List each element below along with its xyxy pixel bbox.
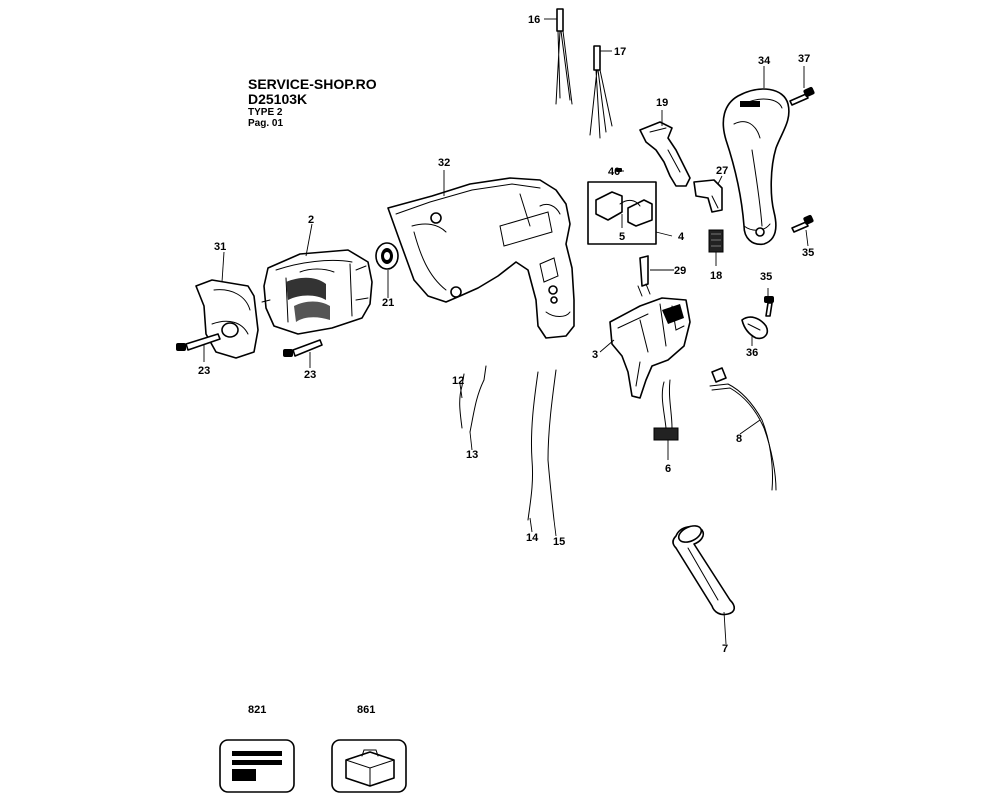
part-18-carbon-brush <box>708 229 724 253</box>
part-2-field-stator <box>261 249 373 335</box>
callout-2: 2 <box>308 214 314 226</box>
part-23-screw-left <box>176 333 221 351</box>
callout-35-lower: 35 <box>760 271 772 283</box>
callout-15: 15 <box>553 536 565 548</box>
callout-32: 32 <box>438 157 450 169</box>
callout-27: 27 <box>716 165 728 177</box>
callout-14: 14 <box>526 532 539 544</box>
callout-861: 861 <box>357 704 375 716</box>
part-4-brush-holder-assembly <box>587 181 657 245</box>
page-label: Pag. 01 <box>248 118 284 129</box>
callout-13: 13 <box>466 449 478 461</box>
part-35-screw-handle <box>791 214 814 233</box>
part-37-screw <box>789 86 815 106</box>
callout-821: 821 <box>248 704 266 716</box>
callout-36: 36 <box>746 347 758 359</box>
part-34-rear-handle <box>722 88 790 246</box>
callout-labels: 16 17 19 27 40 4 5 18 29 34 37 35 35 36 … <box>198 14 814 716</box>
brand-title: SERVICE-SHOP.RO <box>248 76 377 92</box>
type-label: TYPE 2 <box>248 107 283 118</box>
part-15-lead <box>547 369 557 521</box>
part-32-motor-housing <box>387 177 575 339</box>
callout-37: 37 <box>798 53 810 65</box>
part-13-lead <box>469 365 487 433</box>
leader-lines <box>203 18 809 645</box>
callout-18: 18 <box>710 270 722 282</box>
part-27-terminal <box>693 179 723 213</box>
callout-6: 6 <box>665 463 671 475</box>
callout-35-upper: 35 <box>802 247 814 259</box>
callout-3: 3 <box>592 349 598 361</box>
part-16-spring <box>555 8 573 105</box>
part-23-screw-right <box>283 339 323 357</box>
callout-12: 12 <box>452 375 464 387</box>
part-19-bracket <box>639 121 691 187</box>
part-14-lead <box>527 371 539 521</box>
callout-19: 19 <box>656 97 668 109</box>
part-6-switch-leads <box>653 379 679 441</box>
part-17-spring <box>589 45 613 139</box>
callout-40: 40 <box>608 166 620 178</box>
callout-21: 21 <box>382 297 394 309</box>
callout-31: 31 <box>214 241 226 253</box>
callout-23-right: 23 <box>304 369 316 381</box>
callout-17: 17 <box>614 46 626 58</box>
part-3-switch <box>609 297 691 399</box>
part-21-bearing <box>375 242 399 270</box>
callout-8: 8 <box>736 433 742 445</box>
part-35-screw-clamp <box>764 296 774 317</box>
callout-7: 7 <box>722 643 728 655</box>
part-8-power-cord <box>709 367 777 491</box>
part-821-label-kit <box>219 739 295 793</box>
part-36-cable-clamp <box>741 316 769 340</box>
callout-29: 29 <box>674 265 686 277</box>
model-title: D25103K <box>248 91 308 107</box>
part-29-terminal <box>637 255 651 297</box>
part-31-baffle <box>195 279 259 359</box>
callout-5: 5 <box>619 231 625 243</box>
callout-34: 34 <box>758 55 771 67</box>
part-7-side-handle <box>672 525 736 616</box>
callout-16: 16 <box>528 14 540 26</box>
callout-4: 4 <box>678 231 685 243</box>
part-861-carry-case <box>331 739 407 793</box>
part-12-lead <box>459 373 465 429</box>
callout-23-left: 23 <box>198 365 210 377</box>
